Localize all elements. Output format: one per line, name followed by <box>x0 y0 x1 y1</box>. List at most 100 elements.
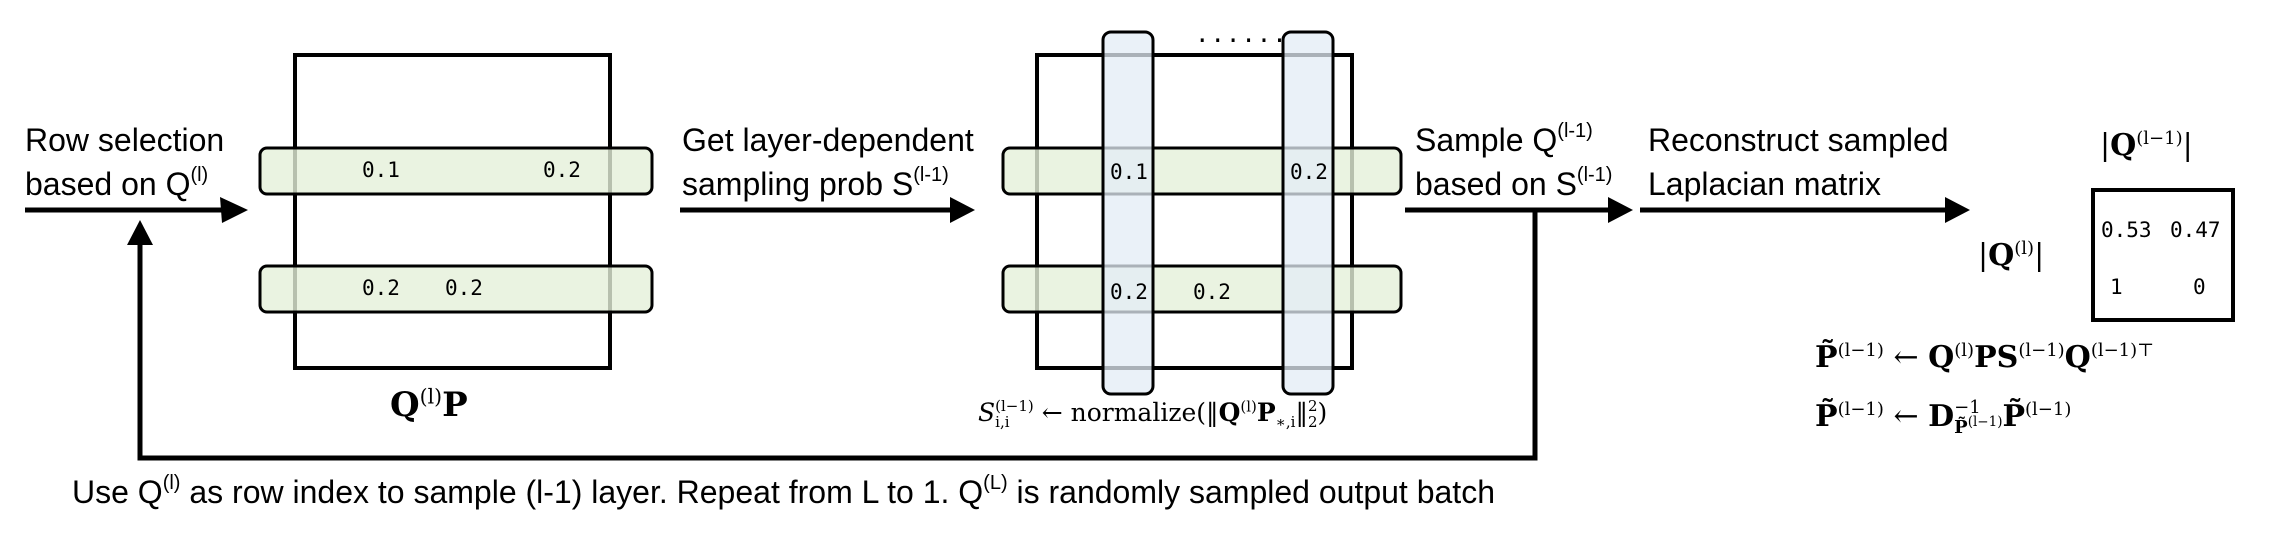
layer-prob-label: Get layer-dependent sampling prob S(l-1) <box>682 118 974 206</box>
laplacian-r1c2: 0.47 <box>2170 218 2221 242</box>
reconstruct-line1: Reconstruct sampled <box>1648 122 1949 158</box>
matrix1-box <box>293 53 612 370</box>
eq1-arrow: ← <box>1893 340 1919 375</box>
laplacian-col-label: |Q(l−1)| <box>2100 128 2193 163</box>
eq1-q2: Q <box>2064 340 2091 375</box>
matrix2-col2-highlight <box>1281 30 1335 396</box>
matrix1-caption-q: Q <box>390 385 420 425</box>
sample-q-line2: based on S(l-1) <box>1415 162 1612 206</box>
laplacian-r2c1: 1 <box>2110 275 2123 299</box>
eq1-q-sup: (l) <box>1954 340 1975 361</box>
eq1-ps: PS <box>1974 340 2019 375</box>
eq1-lhs-sup: (l−1) <box>1837 340 1884 361</box>
matrix2-dots: ...... <box>1195 20 1288 48</box>
layer-prob-line2-sup: (l-1) <box>913 164 949 186</box>
formula-close: ‖ <box>1295 398 1308 427</box>
formula-s-sub: i,i <box>995 412 1010 431</box>
row-selection-label: Row selection based on Q(l) <box>25 118 224 206</box>
footer-part1: Use Q <box>72 474 163 510</box>
matrix2-box <box>1035 53 1354 370</box>
formula-arrow: ← <box>1041 398 1063 427</box>
footer-sup1: (l) <box>162 472 181 494</box>
matrix1-r1c2: 0.2 <box>543 158 581 182</box>
formula-s-sup: (l−1) <box>995 396 1034 415</box>
matrix2-r2c1: 0.2 <box>1110 280 1148 304</box>
laplacian-row-sup: (l) <box>2014 238 2035 259</box>
laplacian-row-label: |Q(l)| <box>1978 238 2045 273</box>
formula-norm-sup: 2 <box>1307 396 1318 415</box>
matrix1-caption: Q(l)P <box>390 385 468 425</box>
reconstruct-line2: Laplacian matrix <box>1648 166 1881 202</box>
footer-caption: Use Q(l) as row index to sample (l-1) la… <box>72 470 1495 514</box>
matrix2-col1-highlight <box>1101 30 1155 396</box>
sample-q-line2-text: based on S <box>1415 166 1577 202</box>
matrix1-r2c2: 0.2 <box>445 276 483 300</box>
matrix2-row1-highlight <box>1001 146 1403 196</box>
matrix2-r2c2: 0.2 <box>1193 280 1231 304</box>
laplacian-r1c1: 0.53 <box>2101 218 2152 242</box>
feedback-arrowhead <box>127 220 153 245</box>
formula-open: (‖ <box>1196 398 1219 427</box>
matrix2-r1c2: 0.2 <box>1290 160 1328 184</box>
row-selection-line1: Row selection <box>25 122 225 158</box>
arrowhead-3 <box>1608 197 1633 223</box>
laplacian-row-q: Q <box>1988 238 2015 273</box>
eq1-q: Q <box>1928 340 1955 375</box>
matrix1-caption-sup: (l) <box>419 384 443 409</box>
arrowhead-2 <box>950 197 975 223</box>
sample-q-line1-sup: (l-1) <box>1557 120 1593 142</box>
layer-prob-line2-text: sampling prob S <box>682 166 914 202</box>
matrix1-r2c1: 0.2 <box>362 276 400 300</box>
row-selection-line2: based on Q(l) <box>25 162 224 206</box>
matrix1-row1-highlight <box>258 146 654 196</box>
sample-q-line2-sup: (l-1) <box>1576 164 1613 186</box>
eq1-q2-sup: (l−1)⊤ <box>2090 340 2155 361</box>
formula-end: ) <box>1317 398 1328 427</box>
formula-fn: normalize <box>1070 398 1197 427</box>
arrowhead-1 <box>220 197 248 223</box>
eq2-p-sup: (l−1) <box>2025 398 2072 420</box>
formula-q: Q <box>1218 398 1241 427</box>
matrix2-r1c1: 0.1 <box>1110 160 1148 184</box>
formula-q-sup: (l) <box>1240 397 1257 416</box>
formula-p: P <box>1256 398 1276 427</box>
eq2-p: P̃ <box>2002 398 2026 434</box>
sample-q-line1: Sample Q(l-1) <box>1415 118 1612 162</box>
formula-norm-sub: 2 <box>1307 412 1318 431</box>
eq2-d-sup: −1 <box>1954 397 1981 418</box>
arrowhead-4 <box>1945 197 1970 223</box>
sample-q-line1-text: Sample Q <box>1415 122 1558 158</box>
laplacian-r2c2: 0 <box>2193 275 2206 299</box>
footer-part2: as row index to sample (l-1) layer. Repe… <box>180 474 984 510</box>
equation-1: P̃(l−1) ← Q(l)PS(l−1)Q(l−1)⊤ <box>1815 340 2154 375</box>
row-selection-line2-text: based on Q <box>25 166 191 202</box>
sample-q-label: Sample Q(l-1) based on S(l-1) <box>1415 118 1612 206</box>
layer-prob-line2: sampling prob S(l-1) <box>682 162 974 206</box>
matrix1-row2-highlight <box>258 264 654 314</box>
eq1-s-sup: (l−1) <box>2018 340 2065 361</box>
eq2-arrow: ← <box>1893 398 1919 434</box>
eq1-lhs: P̃ <box>1815 340 1838 375</box>
laplacian-col-q: Q <box>2110 128 2137 163</box>
matrix1-r1c1: 0.1 <box>362 158 400 182</box>
footer-part3: is randomly sampled output batch <box>1007 474 1495 510</box>
eq2-lhs: P̃ <box>1815 398 1838 434</box>
footer-sup2: (L) <box>983 472 1008 494</box>
eq2-d-sub-p: P̃ <box>1954 416 1968 438</box>
feedback-loop-line <box>137 210 1538 461</box>
formula-p-sub: ∗,i <box>1275 413 1296 431</box>
formula-s: S <box>978 398 996 427</box>
eq2-d: D <box>1928 398 1955 434</box>
laplacian-box <box>2091 188 2235 322</box>
formula-s-scripts: (l−1)i,i <box>995 396 1034 431</box>
eq2-d-sub-sup: (l−1) <box>1967 413 2003 430</box>
matrix1-caption-p: P <box>442 385 468 425</box>
row-selection-line2-sup: (l) <box>190 164 209 186</box>
laplacian-col-sup: (l−1) <box>2136 128 2183 149</box>
eq2-lhs-sup: (l−1) <box>1837 398 1884 420</box>
